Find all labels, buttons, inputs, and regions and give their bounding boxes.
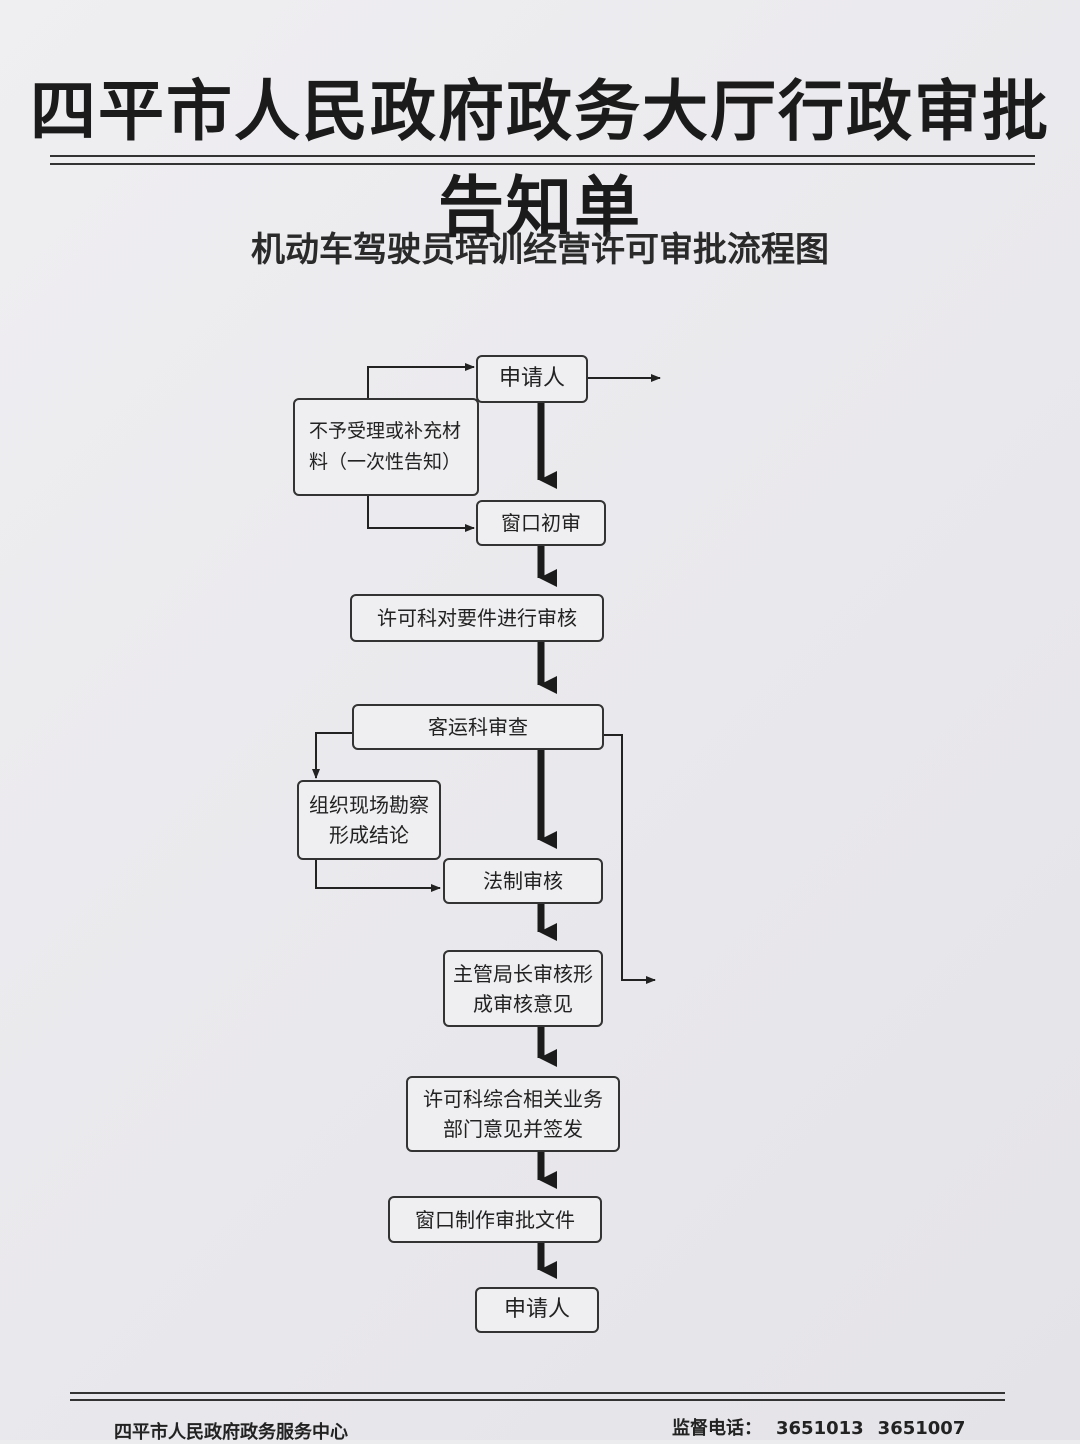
- footer-divider-top: [70, 1392, 1005, 1394]
- legal-review-box: 法制审核: [443, 858, 603, 904]
- applicant-end-label: 申请人: [503, 1297, 570, 1322]
- reject-note-label: 不予受理或补充材料（一次性告知）: [309, 420, 462, 473]
- permit-review-box: 许可科对要件进行审核: [350, 594, 604, 642]
- page-title: 四平市人民政府政务大厅行政审批告知单: [30, 73, 1050, 246]
- window-review-box: 窗口初审: [476, 500, 606, 546]
- flowchart-title: 机动车驾驶员培训经营许可审批流程图: [251, 230, 829, 270]
- transport-review-box: 客运科审查: [352, 704, 604, 750]
- phone-number-1: 3651013: [776, 1418, 864, 1439]
- title-divider-bottom: [50, 163, 1035, 165]
- side-flow-arrows: [312, 363, 661, 984]
- permit-sign-box: 许可科综合相关业务部门意见并签发: [406, 1076, 620, 1152]
- reject-note-box: 不予受理或补充材料（一次性告知）: [293, 398, 479, 496]
- footer-divider-bottom: [70, 1399, 1005, 1401]
- title-divider-top: [50, 155, 1035, 157]
- supervision-phones: 监督电话： 3651013 3651007: [672, 1414, 979, 1440]
- window-review-label: 窗口初审: [501, 511, 581, 535]
- director-review-box: 主管局长审核形成审核意见: [443, 950, 603, 1027]
- applicant-start-label: 申请人: [498, 366, 565, 391]
- permit-review-label: 许可科对要件进行审核: [377, 606, 577, 630]
- phone-number-2: 3651007: [877, 1418, 966, 1439]
- legal-review-label: 法制审核: [483, 869, 563, 893]
- applicant-end-box: 申请人: [475, 1287, 599, 1333]
- site-survey-label: 组织现场勘察形成结论: [309, 793, 429, 847]
- window-make-label: 窗口制作审批文件: [415, 1207, 575, 1232]
- director-review-label: 主管局长审核形成审核意见: [453, 961, 593, 1016]
- permit-sign-label: 许可科综合相关业务部门意见并签发: [423, 1087, 603, 1141]
- transport-review-label: 客运科审查: [428, 715, 528, 739]
- applicant-start-box: 申请人: [476, 355, 588, 403]
- window-make-box: 窗口制作审批文件: [388, 1196, 602, 1243]
- service-center-name: 四平市人民政府政务服务中心: [114, 1422, 348, 1443]
- supervise-label: 监督电话：: [672, 1418, 762, 1439]
- site-survey-box: 组织现场勘察形成结论: [297, 780, 441, 860]
